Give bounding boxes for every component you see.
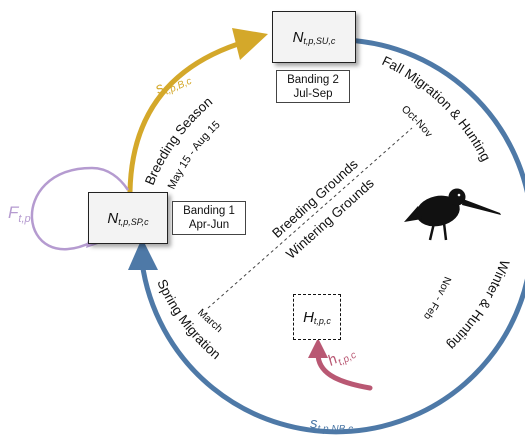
banding-2-months: Jul-Sep [293,87,333,100]
nonbreeding-survival-param: st,p,NB,c [310,415,353,435]
spring-abundance-subscript: t,p,SP,c [118,217,149,227]
banding-1-title: Banding 1 [183,205,235,217]
spring-abundance-symbol: N [107,209,119,227]
recruitment-param: Ft,p [8,203,31,225]
harvest-arrowhead [308,338,328,358]
harvest-symbol: H [303,308,314,326]
recruitment-loop [30,166,130,251]
spring-arrowhead [128,238,158,270]
fall-dates-label: Oct-Nov [399,103,435,140]
winter-dates-label: Nov - Feb [421,275,454,322]
woodcock-silhouette-icon [404,188,501,241]
harvest-subscript: t,p,c [313,316,331,326]
breeding-arrowhead [232,28,268,60]
summer-abundance-symbol: N [292,28,304,46]
harvest-rate-param: ht,p,c [325,342,358,372]
breeding-survival-arc [127,41,241,195]
banding-2-box: Banding 2 Jul-Sep [276,70,350,103]
summer-abundance-subscript: t,p,SU,c [303,36,336,46]
banding-2-title: Banding 2 [287,73,339,86]
nonbreeding-cycle-arc [139,37,525,435]
banding-1-box: Banding 1 Apr-Jun [172,201,246,235]
banding-1-months: Apr-Jun [188,219,230,231]
